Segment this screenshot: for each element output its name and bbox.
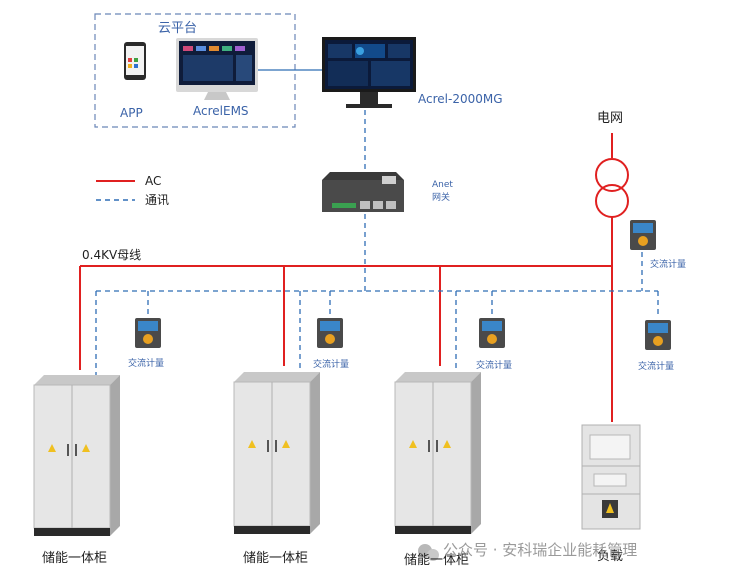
cabinet-label-1: 储能一体柜 xyxy=(42,551,108,566)
desktop-computer-icon xyxy=(176,38,258,100)
meter-label-top: 交流计量 xyxy=(650,260,687,270)
gateway-label-line1: Anet xyxy=(432,180,453,190)
transformer-icon xyxy=(595,133,629,266)
gateway-icon xyxy=(322,172,404,212)
cabinet-label-2: 储能一体柜 xyxy=(243,551,309,566)
meter-icon-4 xyxy=(645,320,671,350)
cloud-platform-title: 云平台 xyxy=(158,21,198,36)
meter-icon-2 xyxy=(317,318,343,348)
monitor-icon xyxy=(322,37,416,108)
meter-label-4: 交流计量 xyxy=(638,362,675,372)
cabinet-label-3: 储能一体柜 xyxy=(404,553,470,568)
storage-cabinet-2 xyxy=(233,372,320,534)
gateway-label-line2: 网关 xyxy=(432,193,451,203)
storage-cabinet-1 xyxy=(33,375,120,536)
legend-ac-label: AC xyxy=(145,174,162,188)
cloud-platform-box xyxy=(94,13,296,128)
grid-label: 电网 xyxy=(597,111,624,126)
phone-icon xyxy=(124,42,146,80)
ems-label: AcrelEMS xyxy=(193,104,249,118)
load-cabinet xyxy=(581,424,641,530)
meter-label-1: 交流计量 xyxy=(128,359,165,369)
load-label: 负载 xyxy=(597,549,624,564)
storage-cabinet-3 xyxy=(394,372,481,534)
meter-label-3: 交流计量 xyxy=(476,361,513,371)
meter-label-2: 交流计量 xyxy=(313,360,350,370)
meter-icon-top xyxy=(630,220,656,250)
legend-comm-label: 通讯 xyxy=(145,193,170,207)
meter-icon-3 xyxy=(479,318,505,348)
monitor-label: Acrel-2000MG xyxy=(418,92,503,106)
wechat-icon xyxy=(418,544,439,561)
watermark-text: 公众号 · 安科瑞企业能耗管理 xyxy=(443,541,638,559)
bus-label: 0.4KV母线 xyxy=(82,248,142,262)
meter-icon-1 xyxy=(135,318,161,348)
app-label: APP xyxy=(120,106,143,120)
